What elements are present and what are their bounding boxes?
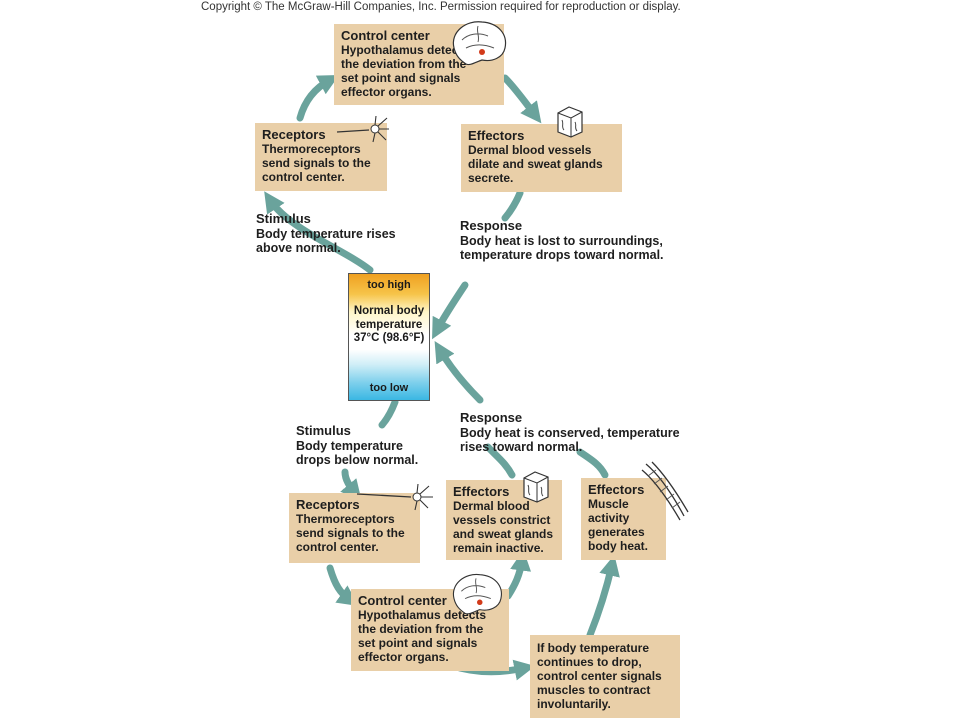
- arrow-response-to-normal: [432, 281, 469, 340]
- arrow-note-to-muscle: [586, 554, 620, 639]
- arrow-receptors-to-control: [296, 75, 340, 122]
- response-label-lower: Response Body heat is conserved, tempera…: [460, 410, 690, 455]
- skin-icon: [557, 106, 583, 138]
- control-center-box-upper: Control center Hypothalamus detects the …: [334, 24, 504, 105]
- shivering-note-box: If body temperature continues to drop, c…: [530, 635, 680, 718]
- arrow-response-to-normal-lower: [434, 340, 484, 404]
- receptors-title: Receptors: [262, 127, 326, 142]
- skin-icon: [523, 471, 549, 503]
- stimulus-text: Body temperature drops below normal.: [296, 438, 419, 468]
- arrow-muscle-to-response: [576, 448, 609, 479]
- shivering-note-text: If body temperature continues to drop, c…: [537, 641, 662, 711]
- response-label-upper: Response Body heat is lost to surroundin…: [460, 218, 690, 263]
- response-title: Response: [460, 218, 523, 233]
- effectors-text: Dermal blood vessels constrict and sweat…: [453, 499, 554, 555]
- effectors-title: Effectors: [453, 484, 510, 499]
- response-text: Body heat is conserved, temperature rise…: [460, 425, 680, 455]
- stimulus-title: Stimulus: [256, 211, 311, 226]
- stimulus-label-upper: Stimulus Body temperature rises above no…: [256, 211, 396, 256]
- arrow-control-to-effectors-lower: [504, 549, 532, 600]
- too-low-label: too low: [369, 382, 409, 394]
- control-center-text: Hypothalamus detects the deviation from …: [341, 43, 470, 99]
- arrow-control-to-effectors: [501, 74, 542, 124]
- neuron-icon: [336, 115, 389, 143]
- effectors-title: Effectors: [588, 482, 645, 497]
- stimulus-label-lower: Stimulus Body temperature drops below no…: [296, 423, 436, 468]
- response-text: Body heat is lost to surroundings, tempe…: [460, 233, 664, 263]
- arrow-stimulus-to-receptors: [264, 191, 374, 274]
- arrow-stimulus-to-receptors-lower: [340, 468, 362, 502]
- response-title: Response: [460, 410, 523, 425]
- stimulus-text: Body temperature rises above normal.: [256, 226, 396, 256]
- normal-temperature-gauge: too high Normal body temperature 37°C (9…: [348, 273, 430, 401]
- arrow-effectors-to-response-lower: [484, 443, 516, 479]
- control-center-title: Control center: [341, 28, 430, 43]
- effectors-text: Dermal blood vessels dilate and sweat gl…: [468, 143, 603, 185]
- control-center-title: Control center: [358, 593, 447, 608]
- muscle-icon: [641, 461, 689, 521]
- receptors-text: Thermoreceptors send signals to the cont…: [262, 142, 371, 184]
- brain-icon: [452, 574, 502, 615]
- arrow-effectors-to-response: [501, 189, 524, 222]
- effectors-title: Effectors: [468, 128, 525, 143]
- receptors-title: Receptors: [296, 497, 360, 512]
- normal-temperature-label: Normal body temperature 37°C (98.6°F): [353, 305, 425, 344]
- arrow-normal-to-stimulus: [378, 398, 399, 429]
- stimulus-title: Stimulus: [296, 423, 351, 438]
- receptors-box-lower: Receptors Thermoreceptors send signals t…: [289, 493, 420, 563]
- brain-icon: [452, 21, 507, 66]
- receptors-box-upper: Receptors Thermoreceptors send signals t…: [255, 123, 387, 191]
- effectors-vessels-box: Effectors Dermal blood vessels constrict…: [446, 480, 562, 560]
- control-center-text: Hypothalamus detects the deviation from …: [358, 608, 487, 664]
- too-high-label: too high: [367, 279, 411, 291]
- receptors-text: Thermoreceptors send signals to the cont…: [296, 512, 405, 554]
- neuron-icon: [356, 483, 433, 511]
- arrow-receptors-to-control-lower: [326, 564, 359, 607]
- effectors-text: Muscle activity generates body heat.: [588, 497, 649, 553]
- effectors-box-upper: Effectors Dermal blood vessels dilate an…: [461, 124, 622, 192]
- copyright-notice: Copyright © The McGraw-Hill Companies, I…: [201, 1, 681, 13]
- effectors-muscle-box: Effectors Muscle activity generates body…: [581, 478, 666, 560]
